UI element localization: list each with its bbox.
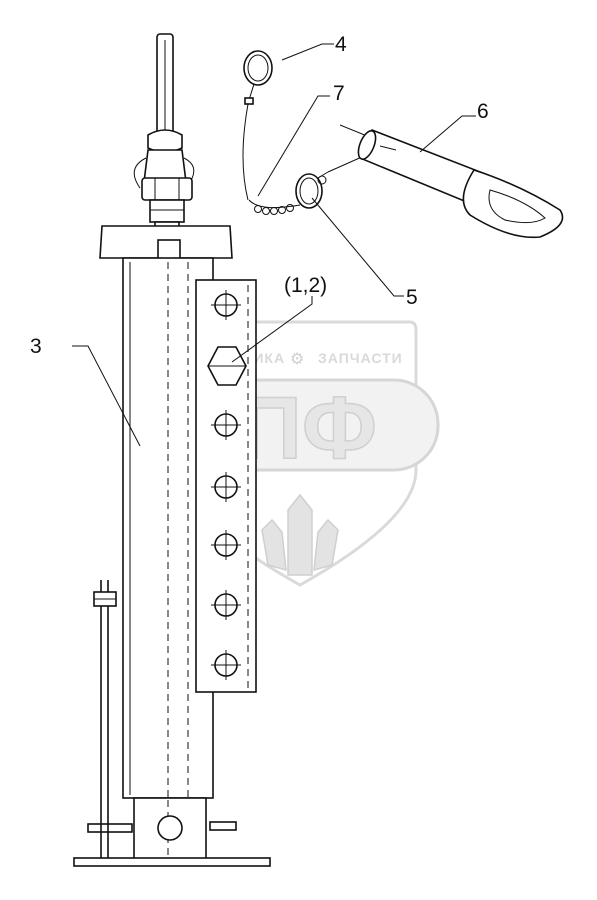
side-rod [93,580,117,858]
top-nut [141,177,193,233]
watermark-right-word: ЗАПЧАСТИ [318,350,403,366]
ring-5 [295,171,329,209]
callout-1-2: (1,2) [284,274,327,297]
hole-plate [195,279,257,693]
callout-4: 4 [335,33,347,56]
callout-3: 3 [30,335,42,358]
callout-5: 5 [406,286,418,309]
pin-6 [327,124,564,239]
bottom-sleeve [73,797,271,867]
base-plate [73,857,271,867]
wheat-icon [261,493,339,576]
screw-rod [133,33,195,189]
callout-6: 6 [477,100,489,123]
chain-7 [242,103,301,215]
ring-4 [243,50,273,105]
callout-7: 7 [333,82,345,105]
watermark-gear-icon: ⚙ [290,349,304,368]
leader-lines [72,43,476,447]
